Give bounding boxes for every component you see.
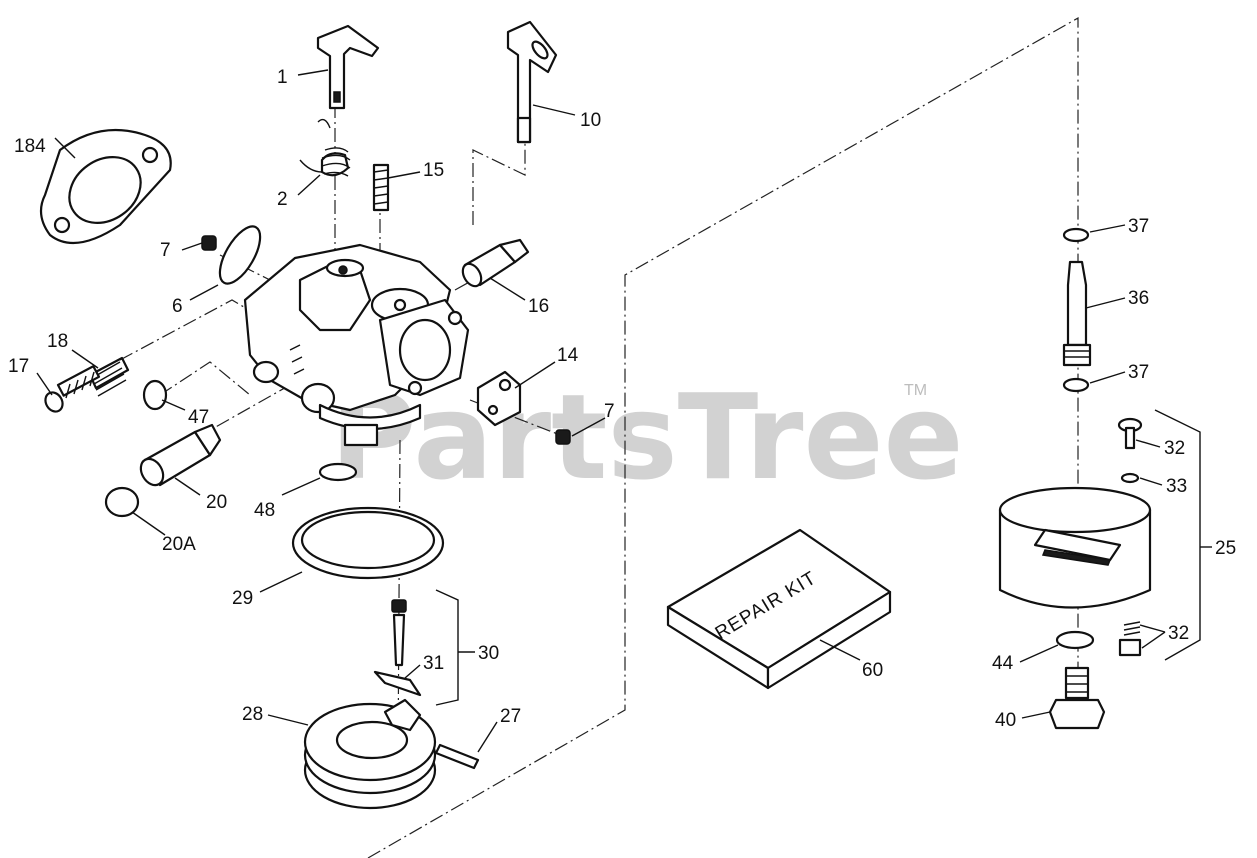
callout-27: 27 [500, 706, 521, 727]
choke-spring-2 [299, 118, 351, 177]
needle-31 [373, 599, 422, 697]
callout-44: 44 [992, 653, 1014, 674]
callout-25: 25 [1215, 538, 1236, 559]
pump-20 [139, 423, 222, 487]
axis-throttle [472, 140, 526, 225]
bolt-32-upper [1117, 417, 1143, 450]
axis-pump [174, 384, 291, 451]
screw-7-lower [555, 429, 571, 445]
callout-29: 29 [232, 588, 253, 609]
callout-10: 10 [580, 110, 601, 131]
washer-44 [1055, 630, 1095, 650]
bowl-nut-40 [1048, 666, 1106, 730]
callout-17: 17 [8, 356, 29, 377]
callout-31: 31 [423, 653, 444, 674]
callout-30: 30 [478, 643, 499, 664]
bowl-gasket-29 [291, 506, 445, 580]
welch-plug-47 [142, 379, 168, 411]
callout-48: 48 [254, 500, 275, 521]
callout-16: 16 [528, 296, 549, 317]
callout-2: 2 [277, 189, 288, 210]
callout-36: 36 [1128, 288, 1149, 309]
watermark-brand: PartsTree [330, 368, 964, 506]
callout-14: 14 [557, 345, 579, 366]
callout-6: 6 [172, 296, 183, 317]
callout-33: 33 [1166, 476, 1187, 497]
washer-37-lower [1062, 377, 1090, 393]
carburetor-body [243, 243, 470, 447]
repair-kit-60 [666, 528, 892, 690]
callout-20a: 20A [162, 534, 196, 555]
idle-spring-18 [88, 356, 130, 397]
callout-7-lower: 7 [604, 401, 615, 422]
assembly-boundary [367, 16, 1079, 858]
washer-33 [1120, 472, 1140, 484]
choke-lever-1 [316, 24, 380, 110]
callout-184: 184 [14, 136, 46, 157]
washer-37-upper [1062, 227, 1090, 243]
axis-plug [159, 361, 251, 396]
float-28 [303, 698, 437, 810]
screw-7-upper [201, 235, 217, 251]
main-jet-36 [1062, 260, 1092, 367]
callout-15: 15 [423, 160, 444, 181]
callout-labels: 1 2 6 7 10 15 16 184 17 18 47 20 20A 14 … [8, 67, 1236, 731]
callout-40: 40 [995, 710, 1016, 731]
throttle-shaft-10 [506, 20, 558, 144]
callout-28: 28 [242, 704, 263, 725]
callout-32-upper: 32 [1164, 438, 1185, 459]
fuel-fitting-16 [461, 238, 530, 288]
choke-plate-6 [218, 225, 262, 285]
callout-7-upper: 7 [160, 240, 171, 261]
watermark-trademark: TM [904, 382, 927, 399]
float-pin-27 [434, 743, 480, 770]
seal-48 [318, 462, 358, 482]
axis-plate [469, 399, 561, 436]
callout-60: 60 [862, 660, 883, 681]
screw-32-lower [1118, 621, 1142, 657]
callout-32-lower: 32 [1168, 623, 1189, 644]
screw-15 [372, 163, 390, 212]
callout-20: 20 [206, 492, 227, 513]
fuel-bowl [998, 486, 1152, 609]
idle-screw-17 [44, 365, 101, 413]
callout-18: 18 [47, 331, 68, 352]
plate-14 [476, 370, 522, 427]
callout-1: 1 [277, 67, 288, 88]
gasket-184 [39, 128, 172, 245]
callout-37-upper: 37 [1128, 216, 1149, 237]
leader-lines [36, 69, 1212, 753]
callout-47: 47 [188, 407, 209, 428]
callout-37-lower: 37 [1128, 362, 1149, 383]
cap-20a [104, 486, 140, 518]
